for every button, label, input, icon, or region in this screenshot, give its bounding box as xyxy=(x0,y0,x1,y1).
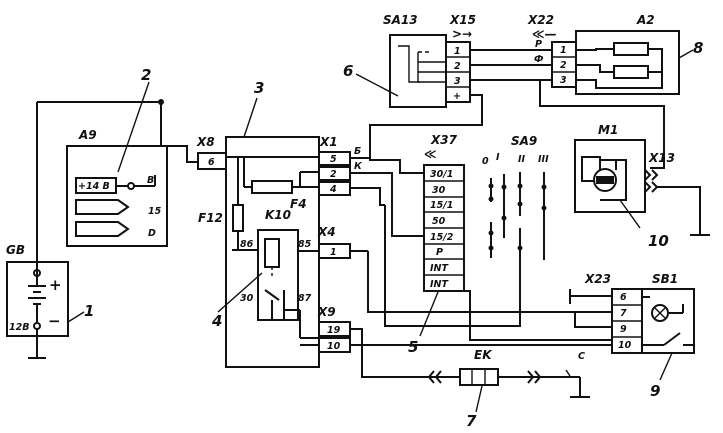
ek-ref: EK xyxy=(474,348,493,362)
a9-pin-d: D xyxy=(148,228,156,239)
sa9-switch: SA9 0 I II III xyxy=(482,134,549,260)
a2-box xyxy=(575,30,680,95)
x37-pin-1: 30 xyxy=(432,185,446,196)
x1-pin-5: 5 xyxy=(330,154,337,165)
callout-2: 2 xyxy=(141,66,151,84)
callout-1: 1 xyxy=(84,302,94,320)
callout-6: 6 xyxy=(343,62,353,80)
x8-pin: 6 xyxy=(208,157,215,168)
mounting-block: 3 X8 6 X1 5 2 4 F4 F12 K10 xyxy=(196,79,368,368)
x22-pin-1: 1 xyxy=(560,45,567,56)
x23-pin-7: 7 xyxy=(620,308,627,319)
a2-pump: X22 ≪— 1 2 3 P Ф A2 8 xyxy=(527,13,703,95)
x15-plug-symbol: >→ xyxy=(452,27,472,41)
callout-7: 7 xyxy=(466,412,477,430)
x8-ref: X8 xyxy=(196,135,215,149)
a9-pin-15: 15 xyxy=(148,206,162,217)
x1-pin-4: 4 xyxy=(329,184,337,195)
x22-pin-2: 2 xyxy=(560,60,567,71)
x37-pin-7: INT xyxy=(430,279,449,290)
x15-pin-2: 2 xyxy=(454,61,461,72)
k10-pin-87: 87 xyxy=(298,293,312,304)
wire-mark-c: С xyxy=(578,351,585,362)
callout-5: 5 xyxy=(408,338,418,356)
battery-voltage: 12B xyxy=(9,322,29,333)
battery-plus: + xyxy=(49,276,62,294)
x15-pin-3: 3 xyxy=(454,76,461,87)
k10-pin-30: 30 xyxy=(240,293,254,304)
a9-ref: A9 xyxy=(78,128,97,142)
m1-motor: M1 X13 10 xyxy=(574,123,710,250)
sa9-pos-1: I xyxy=(496,152,500,163)
callout-8: 8 xyxy=(693,39,703,57)
battery-ref: GB xyxy=(6,243,25,257)
x37-pin-5: P xyxy=(436,247,443,258)
wire-mark-k: К xyxy=(354,161,363,172)
x37-pin-2: 15/1 xyxy=(430,200,453,211)
x37-pin-4: 15/2 xyxy=(430,232,454,243)
x9-pin-10: 10 xyxy=(327,341,341,352)
wire-mark-b1: Б xyxy=(354,146,361,157)
a9-alternator: A9 +14 B B 15 D 2 xyxy=(66,66,168,247)
k10-ref: K10 xyxy=(265,208,291,222)
sa9-pos-3: III xyxy=(538,154,549,165)
battery-minus: − xyxy=(48,312,61,330)
sa9-pos-2: II xyxy=(518,154,526,165)
sa13-switch: SA13 X15 >→ 1 2 3 + 6 xyxy=(343,13,476,108)
x37-pin-0: 30/1 xyxy=(430,169,453,180)
x4-ref: X4 xyxy=(317,225,336,239)
ignition-switch-connector: X37 ≪ 30/1 30 15/1 50 15/2 P INT INT 5 xyxy=(408,133,465,356)
k10-pin-85: 85 xyxy=(298,239,312,250)
x15-pin-plus: + xyxy=(453,91,461,102)
k10-pin-86: 86 xyxy=(240,239,254,250)
callout-3: 3 xyxy=(254,79,264,97)
x23-ref: X23 xyxy=(584,272,611,286)
f4-ref: F4 xyxy=(290,197,307,211)
x22-ref: X22 xyxy=(527,13,554,27)
x23-pin-10: 10 xyxy=(618,340,632,351)
sa9-pos-0: 0 xyxy=(482,156,489,167)
a2-ref: A2 xyxy=(636,13,655,27)
m1-ref: M1 xyxy=(598,123,618,137)
x37-pin-6: INT xyxy=(430,263,449,274)
x9-pin-19: 19 xyxy=(327,325,341,336)
x22-mark-f: Ф xyxy=(534,54,544,65)
x13-ref: X13 xyxy=(648,151,675,165)
sa9-ref: SA9 xyxy=(511,134,537,148)
x37-ref: X37 xyxy=(430,133,458,147)
x23-pin-6: 6 xyxy=(620,292,627,303)
callout-4: 4 xyxy=(211,312,222,330)
x37-pin-3: 50 xyxy=(432,216,446,227)
x22-mark-p: P xyxy=(535,39,542,50)
sb1-box xyxy=(641,288,695,354)
a9-pin-14b: +14 B xyxy=(78,181,110,192)
a9-pin-b: B xyxy=(147,175,154,186)
x15-ref: X15 xyxy=(449,13,476,27)
x9-ref: X9 xyxy=(317,305,336,319)
sa13-ref: SA13 xyxy=(383,13,418,27)
x4-pin: 1 xyxy=(330,247,337,258)
x23-pin-9: 9 xyxy=(620,324,627,335)
x1-pin-2: 2 xyxy=(330,169,337,180)
x15-pin-1: 1 xyxy=(454,46,461,57)
sb1-ref: SB1 xyxy=(652,272,678,286)
ek-heater: EK 7 xyxy=(350,328,590,430)
x22-plug-symbol: ≪— xyxy=(532,27,557,41)
callout-10: 10 xyxy=(648,232,669,250)
callout-9: 9 xyxy=(650,382,660,400)
x22-pin-3: 3 xyxy=(560,75,567,86)
sb1-button: X23 SB1 6 7 9 10 9 xyxy=(584,272,695,400)
battery: GB + − 12B 1 xyxy=(6,102,94,359)
x1-ref: X1 xyxy=(319,135,338,149)
x37-plug-symbol: ≪ xyxy=(424,147,437,161)
f12-ref: F12 xyxy=(198,211,223,225)
